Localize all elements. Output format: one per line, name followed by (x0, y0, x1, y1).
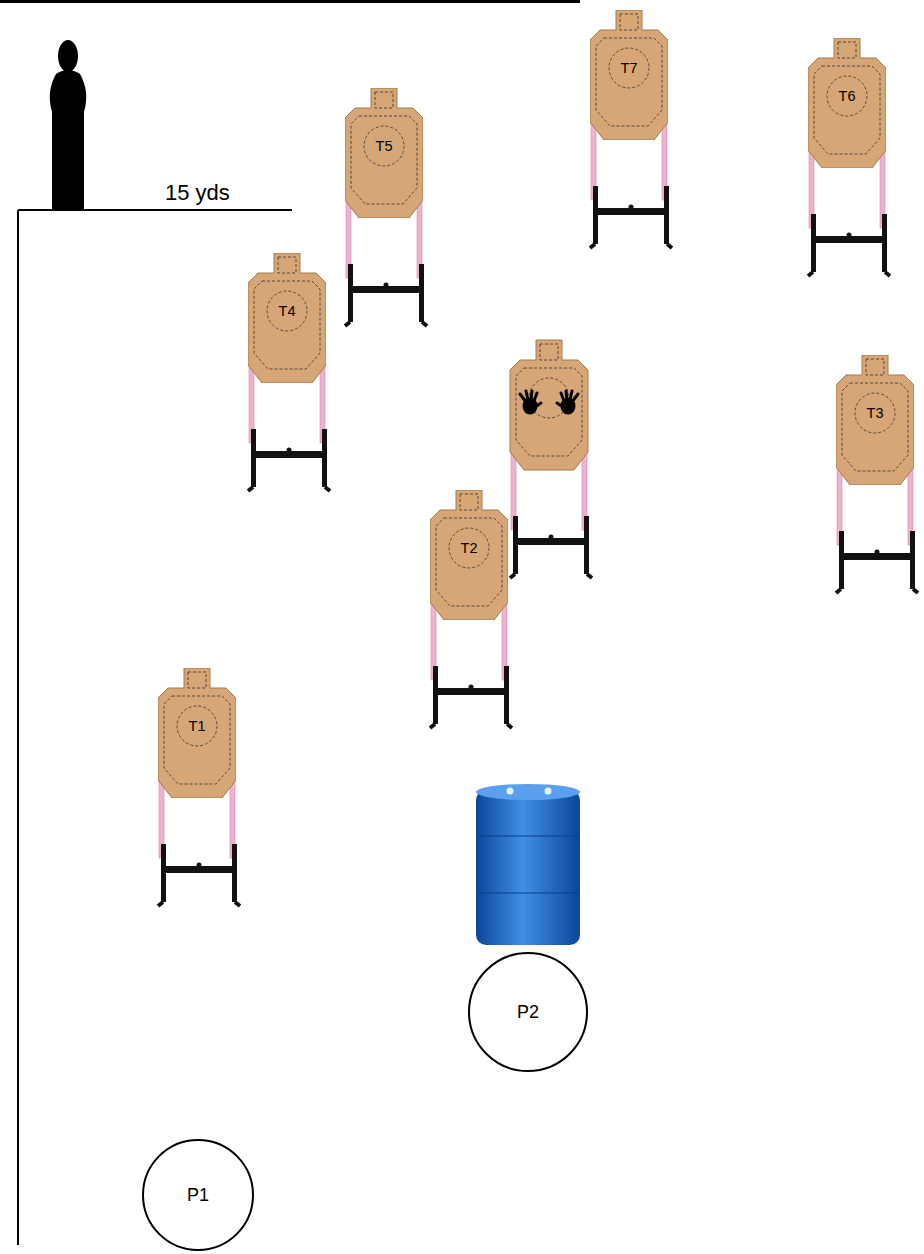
shooting-position: P2 (468, 952, 588, 1072)
barrel-cover (476, 784, 580, 945)
target-number: T2 (430, 538, 508, 558)
fault-line (17, 210, 19, 1245)
target-stand (836, 467, 918, 593)
distance-label: 15 yds (165, 180, 230, 206)
target-stand (590, 122, 672, 248)
target-stand (430, 602, 512, 728)
target-stand (808, 150, 890, 276)
target: T3 (836, 355, 914, 485)
position-label: P1 (187, 1184, 209, 1206)
header-rule (0, 0, 580, 3)
target-number: T6 (808, 86, 886, 106)
target-number: T5 (345, 136, 423, 156)
hand-symbol (557, 391, 578, 413)
target-stand (158, 780, 240, 906)
shooting-position: P1 (142, 1139, 254, 1251)
target: T7 (590, 10, 668, 140)
shooter-silhouette (50, 40, 87, 210)
target-stand (248, 365, 330, 491)
target: T2 (430, 490, 508, 620)
target-number: T3 (836, 403, 914, 423)
target: T4 (248, 253, 326, 383)
target: T6 (808, 38, 886, 168)
hand-symbol (520, 391, 541, 413)
target-stand (345, 200, 427, 326)
target-number: T7 (590, 58, 668, 78)
target-number: T1 (158, 716, 236, 736)
target: T5 (345, 88, 423, 218)
target: T1 (158, 668, 236, 798)
target-number: T4 (248, 301, 326, 321)
target-stand (510, 452, 592, 578)
position-label: P2 (517, 1001, 539, 1023)
no-shoot-target (510, 340, 588, 470)
